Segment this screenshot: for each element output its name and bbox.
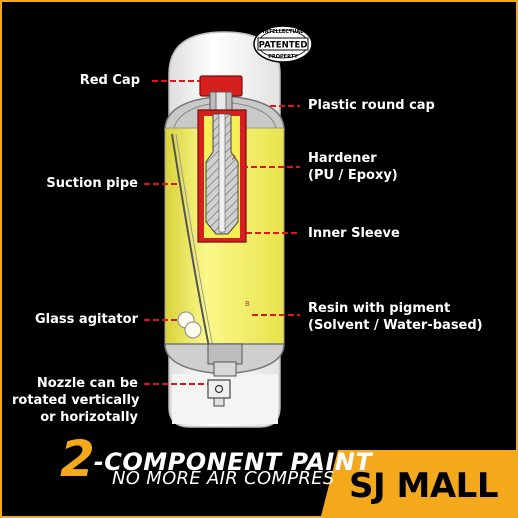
headline-text: -COMPONENT PAINT [93, 448, 373, 476]
seal-bottom-text: PROPERTY [268, 54, 298, 60]
label-nozzle-3: or horizotally [40, 410, 138, 425]
agitator-ball-2 [184, 321, 202, 339]
nozzle [207, 379, 231, 399]
headline-subtext: NO MORE AIR COMPRES [112, 468, 335, 489]
headline: 2-COMPONENT PAINT [60, 430, 372, 488]
label-hardener-type: (PU / Epoxy) [308, 168, 398, 183]
brand-name: SJ MALL [349, 466, 498, 506]
label-inner-sleeve: Inner Sleeve [308, 226, 400, 241]
label-nozzle-2: rotated vertically [12, 393, 140, 408]
label-glass-agitator: Glass agitator [35, 312, 138, 327]
label-suction-pipe: Suction pipe [46, 176, 138, 191]
seal-top-text: INTELLECTUAL [263, 29, 305, 35]
marker-a: A [232, 154, 237, 162]
headline-number: 2 [60, 430, 95, 488]
label-resin: Resin with pigment [308, 301, 451, 316]
label-resin-type: (Solvent / Water-based) [308, 318, 483, 333]
marker-b: B [245, 300, 250, 308]
brand-bar [321, 450, 516, 516]
label-plastic-round-cap: Plastic round cap [308, 98, 435, 113]
label-red-cap: Red Cap [79, 73, 140, 88]
label-nozzle-1: Nozzle can be [36, 376, 138, 391]
label-hardener: Hardener [308, 151, 377, 166]
leader-lines [144, 80, 300, 385]
seal-main-text: PATENTED [259, 41, 308, 51]
patented-seal-icon: INTELLECTUAL PATENTED PROPERTY [253, 25, 313, 63]
suction-pipe [171, 133, 211, 353]
